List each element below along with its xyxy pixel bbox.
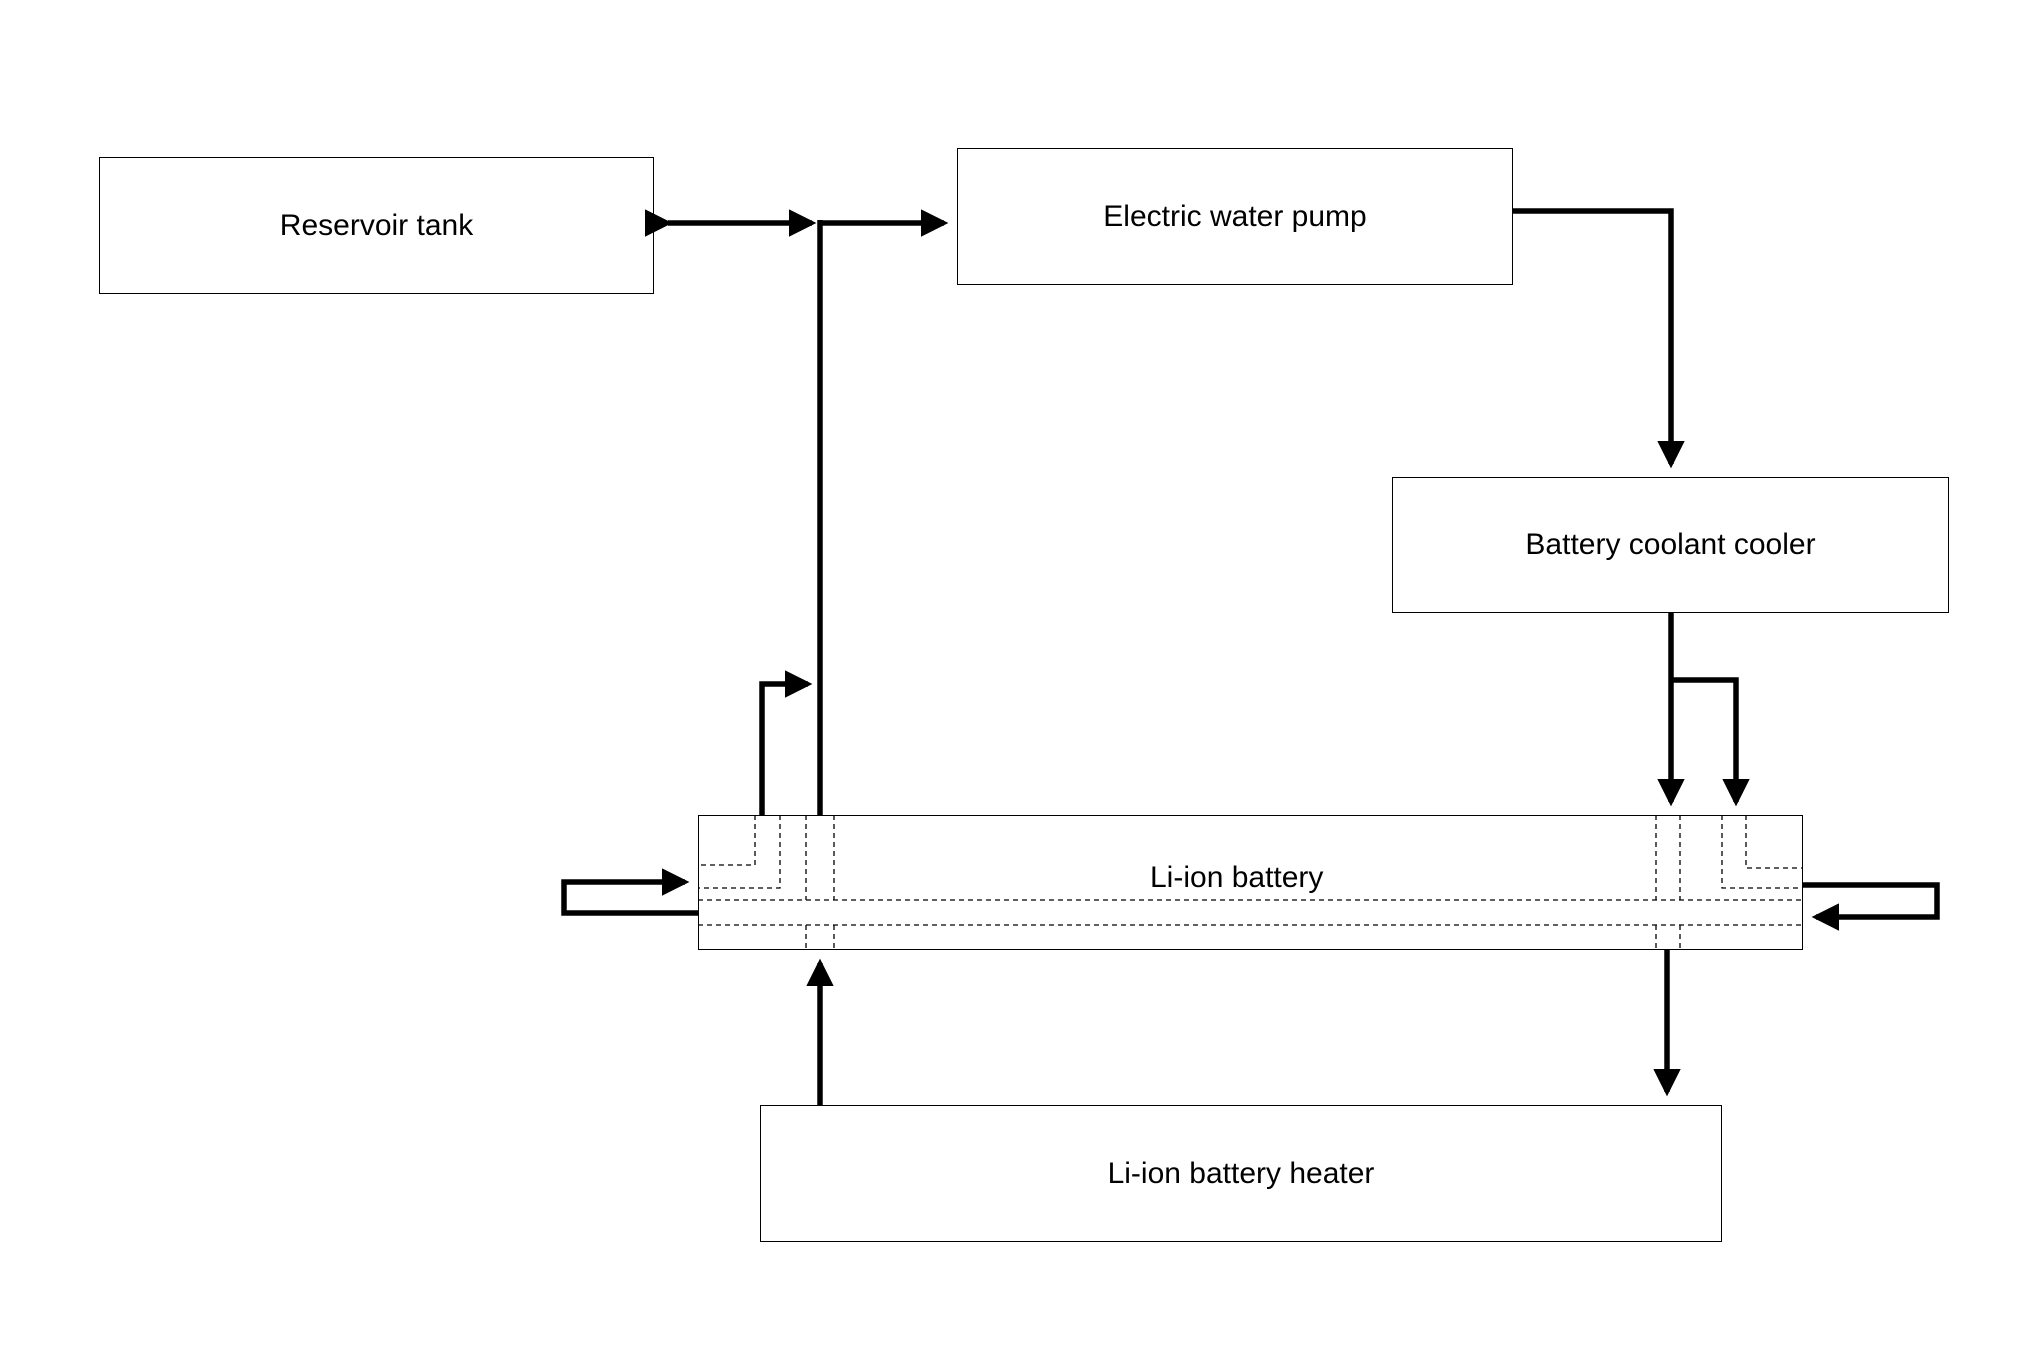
battery-coolant-cooler-box: Battery coolant cooler (1392, 477, 1949, 613)
battery-coolant-cooler-label: Battery coolant cooler (1525, 528, 1816, 561)
cooler-to-battery-arrow-2 (1671, 677, 1750, 807)
left-loop-arrow (561, 868, 698, 916)
right-loop-arrow (1803, 882, 1940, 931)
li-ion-battery-heater-box: Li-ion battery heater (760, 1105, 1722, 1242)
li-ion-battery-label: Li-ion battery (1150, 861, 1324, 894)
reservoir-tank-label: Reservoir tank (279, 208, 474, 242)
internal-channels (698, 815, 1803, 950)
li-ion-battery-heater-label: Li-ion battery heater (1107, 1156, 1375, 1190)
reservoir-tank-box: Reservoir tank (99, 157, 654, 294)
pump-to-cooler-arrow (1513, 208, 1685, 469)
secondary-return-arrow (759, 670, 813, 815)
electric-water-pump-label: Electric water pump (1103, 199, 1367, 233)
li-ion-battery-box (698, 815, 1803, 950)
electric-water-pump-box: Electric water pump (957, 148, 1513, 285)
